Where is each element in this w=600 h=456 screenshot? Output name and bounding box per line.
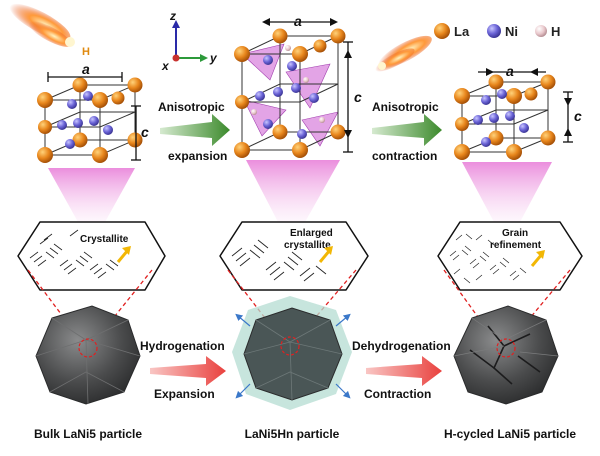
contraction-arrow: Anisotropic contraction (372, 100, 442, 163)
grain-hydride: Enlarged crystallite (219, 221, 369, 291)
ni-legend-label: Ni (505, 24, 518, 39)
svg-text:refinement: refinement (490, 240, 542, 251)
la-atoms (37, 77, 143, 163)
unit-cell-cycled: a c (454, 63, 582, 160)
unit-cell-hydride: a c (234, 13, 362, 158)
ni-legend-atom (487, 24, 501, 38)
unit-cell-bulk: a c (37, 61, 149, 163)
la-legend-label: La (454, 24, 470, 39)
svg-text:Hydrogenation: Hydrogenation (140, 339, 225, 353)
expansion-arrow: Anisotropic expansion (158, 100, 230, 163)
caption-hydride: LaNi5Hn particle (245, 427, 340, 441)
caption-bulk: Bulk LaNi5 particle (34, 427, 142, 441)
particle-hydride (232, 296, 352, 410)
axes-icon: z x y (161, 9, 218, 73)
particle-cycled (453, 305, 559, 405)
svg-text:expansion: expansion (168, 149, 227, 163)
hydrogen-flame-right (375, 35, 432, 72)
zoom-cones (48, 160, 552, 222)
lattice-c-label: c (141, 124, 149, 140)
axis-y-label: y (209, 51, 218, 65)
lattice-a-label: a (506, 63, 514, 79)
hydrogenation-arrow: Hydrogenation Expansion (140, 339, 226, 401)
lattice-a-label: a (294, 13, 302, 29)
axis-x-label: x (161, 59, 170, 73)
hydrogen-label: H (82, 46, 90, 58)
svg-text:contraction: contraction (372, 149, 437, 163)
ni-atoms (57, 91, 113, 149)
svg-text:Crystallite: Crystallite (80, 234, 129, 245)
svg-text:Anisotropic: Anisotropic (158, 100, 225, 114)
svg-text:Anisotropic: Anisotropic (372, 100, 439, 114)
hydrogen-flame-left: H (9, 3, 90, 58)
caption-cycled: H-cycled LaNi5 particle (444, 427, 576, 441)
svg-text:crystallite: crystallite (284, 240, 331, 251)
svg-text:Dehydrogenation: Dehydrogenation (352, 339, 451, 353)
grain-bulk: Crystallite (17, 221, 166, 291)
h-legend-label: H (551, 24, 560, 39)
grain-cycled: Grain refinement (437, 221, 583, 291)
particle-bulk (35, 305, 141, 405)
legend: La Ni H (434, 23, 560, 39)
la-legend-atom (434, 23, 450, 39)
svg-text:Contraction: Contraction (364, 387, 431, 401)
svg-text:Enlarged: Enlarged (290, 228, 333, 239)
h-legend-atom (535, 25, 547, 37)
axis-z-label: z (169, 9, 176, 23)
dehydrogenation-arrow: Dehydrogenation Contraction (352, 339, 451, 401)
svg-text:Expansion: Expansion (154, 387, 215, 401)
lattice-c-label: c (574, 108, 582, 124)
svg-text:Grain: Grain (502, 228, 528, 239)
lattice-a-label: a (82, 61, 90, 77)
lattice-c-label: c (354, 89, 362, 105)
